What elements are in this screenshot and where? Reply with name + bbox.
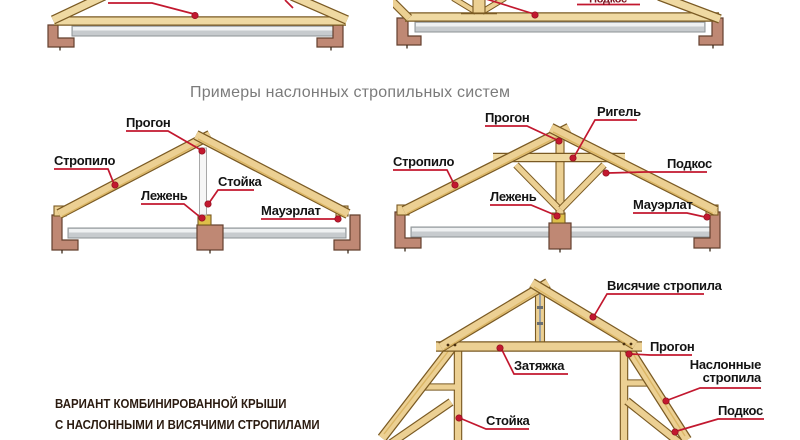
nail-left-1 [446,343,450,347]
rafter-right [193,130,351,219]
label-stropilo: Стропило [54,153,115,168]
label-mauerlat: Мауэрлат [633,197,693,212]
dot-tie-beam [191,11,199,20]
center-post [451,0,507,15]
nail-right-1 [622,342,626,346]
wall-pier-center [196,224,224,254]
strut-right [558,162,607,212]
label-stoyka: Стойка [486,413,531,428]
callout-stropilo: Стропило [54,153,119,189]
leader-cropped-label [486,0,535,15]
label-progon: Прогон [126,115,170,130]
label-lezhen: Лежень [490,189,537,204]
callout-lezhen: Лежень [490,189,561,220]
strut-right [624,397,683,440]
bottom-truss-diagram: Висячие стропила Прогон Затяжка Наслонны… [378,278,764,440]
label-progon: Прогон [650,339,694,354]
label-stropilo: Стропило [393,154,454,169]
lower-rafter-right [622,343,692,440]
callout-progon: Прогон [625,339,695,358]
wall-pier-right [333,214,361,254]
top-left-truss-diagram [47,0,349,51]
partial-label-text: Подкос [589,0,627,6]
leader-cropped-label [108,2,195,15]
callout-podkos: Подкос [602,156,712,177]
strut-left [513,162,562,212]
ceiling-slab [414,21,706,33]
label-mauerlat: Мауэрлат [261,203,321,218]
rafter-left [50,0,107,25]
rafter-left [56,130,213,219]
rafter-right [290,0,349,25]
rafter-left [401,123,572,216]
label-podkos: Подкос [667,156,712,171]
right-truss-diagram: Прогон Ригель Стропило Подкос Лежень Мау… [393,105,721,253]
hanging-rafter-right [529,278,638,350]
callout-hanging-rafters: Висячие стропила [589,278,723,321]
combined-roof-heading-line2: С НАСЛОННЫМИ И ВИСЯЧИМИ СТРОПИЛАМИ [55,417,320,432]
callout-naslonnye-stropila: Наслонные стропила [662,357,762,405]
wall-pier-left [47,24,75,51]
callout-mauerlat: Мауэрлат [261,203,342,223]
top-right-truss-diagram: Подкос [393,0,724,49]
strut-left [388,398,454,440]
label-naslonnye-line1: Наслонные [690,357,761,372]
callout-lezhen: Лежень [141,188,206,222]
callout-stoyka: Стойка [204,174,263,208]
label-rigel: Ригель [597,105,641,119]
dot-tie-beam [531,11,539,19]
label-zatyazhka: Затяжка [514,358,565,373]
label-stoyka: Стойка [218,174,263,189]
lower-rafter-left [378,342,458,440]
callout-mauerlat: Мауэрлат [633,197,711,221]
section-title: Примеры наслонных стропильных систем [190,84,511,101]
rafter-right [657,0,722,24]
nail-right-2 [629,342,633,346]
callout-stropilo: Стропило [393,154,459,189]
nail-left-2 [453,343,457,347]
label-partial-podkos: Подкос [577,0,640,6]
wall-pier-center [548,222,572,253]
callout-podkos: Подкос [671,403,764,436]
callout-stoyka: Стойка [455,413,531,430]
label-lezhen: Лежень [141,188,188,203]
ridge-post [555,132,565,215]
callout-zatyazhka: Затяжка [496,344,568,375]
hanging-rafter-left [438,278,551,352]
rafter-left-stub [393,0,413,22]
label-progon: Прогон [485,110,529,125]
ceiling-slab [71,25,339,37]
combined-roof-heading: ВАРИАНТ КОМБИНИРОВАННОЙ КРЫШИ С НАСЛОННЫ… [55,393,320,435]
callout-progon: Прогон [485,110,563,145]
label-podkos: Подкос [718,403,763,418]
label-naslonnye-line2: стропила [703,370,762,385]
leader-cropped-right [284,0,294,9]
left-truss-diagram: Прогон Стропило Стойка Лежень Мауэрлат [51,115,361,254]
callout-rigel: Ригель [569,105,641,162]
combined-roof-heading-line1: ВАРИАНТ КОМБИНИРОВАННОЙ КРЫШИ [55,396,287,411]
callout-progon: Прогон [126,115,206,155]
label-hanging-rafters: Висячие стропила [607,278,723,293]
